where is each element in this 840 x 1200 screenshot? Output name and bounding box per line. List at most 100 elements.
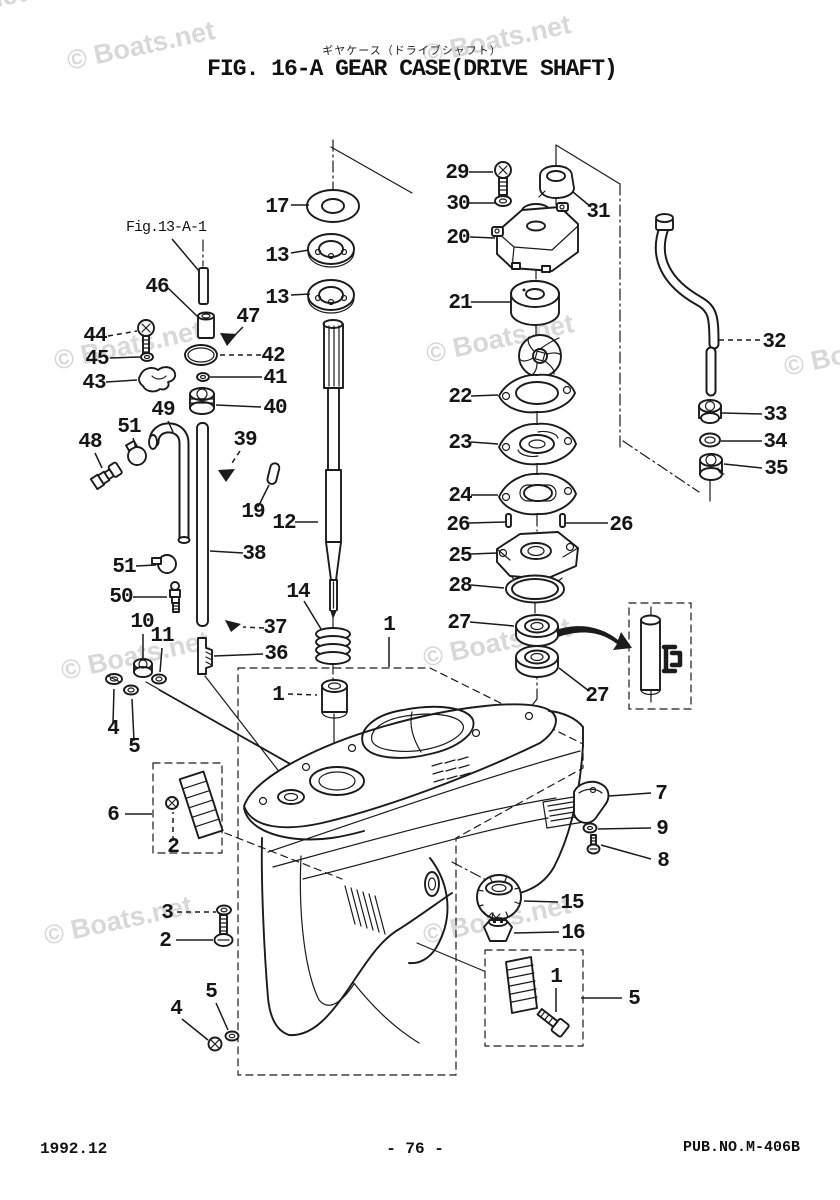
- callout-13: 13: [265, 245, 289, 268]
- grease-nipple-50: [169, 581, 181, 613]
- callout-27: 27: [447, 612, 471, 635]
- footer-publication-number: PUB.NO.M-406B: [682, 1139, 800, 1156]
- callout-26: 26: [609, 514, 633, 537]
- callout-37: 37: [263, 617, 287, 640]
- washer-3: [216, 904, 232, 916]
- leader-line-36: [213, 653, 264, 657]
- callout-49: 49: [151, 399, 175, 422]
- callout-5: 5: [628, 988, 640, 1011]
- callout-29: 29: [445, 162, 469, 185]
- leader-line-13: [290, 293, 311, 296]
- washer-11: [151, 673, 167, 685]
- grommet-35: [699, 453, 725, 481]
- callout-9: 9: [656, 818, 668, 841]
- leader-line-8: [600, 844, 652, 860]
- leader-line-11: [159, 647, 163, 673]
- screw-4-lower: [207, 1036, 223, 1052]
- leader-line-14: [303, 600, 322, 630]
- clamp-51-lower: [151, 554, 177, 574]
- leader-line-44: [107, 330, 138, 337]
- washer-4-upper: [105, 673, 123, 685]
- o-ring-28: [505, 574, 565, 604]
- bearing-13-upper: [307, 233, 355, 268]
- callout-28: 28: [448, 575, 472, 598]
- leader-line-27: [469, 621, 515, 627]
- callout-23: 23: [448, 432, 472, 455]
- callout-38: 38: [242, 543, 266, 566]
- callout-47: 47: [236, 306, 260, 329]
- gear-case-housing: [243, 703, 591, 1044]
- callout-45: 45: [85, 348, 109, 371]
- leader-line-47: [231, 326, 244, 339]
- prop-hub: [424, 871, 440, 897]
- leader-line-Fig.13-A-1: [171, 238, 200, 272]
- callout-41: 41: [263, 367, 287, 390]
- callout-4: 4: [107, 718, 119, 741]
- callout-36: 36: [264, 643, 288, 666]
- callout-51: 51: [112, 556, 136, 579]
- spring-14: [315, 627, 351, 665]
- leader-line-20: [469, 236, 496, 239]
- o-ring-42: [184, 344, 218, 366]
- page-title-japanese: ギヤケース（ドライブシャフト）: [322, 46, 502, 58]
- callout-1: 1: [383, 614, 395, 637]
- gasket-22: [498, 373, 576, 414]
- trim-tab-7: [573, 780, 610, 824]
- leader-line-28: [470, 584, 505, 589]
- callout-25: 25: [448, 545, 472, 568]
- drum-15: [476, 874, 522, 920]
- bracket-43: [138, 366, 177, 393]
- leader-line-25: [470, 552, 498, 555]
- bolt-8: [586, 834, 601, 855]
- callout-44: 44: [83, 325, 107, 348]
- callout-34: 34: [763, 431, 787, 454]
- callout-42: 42: [261, 345, 285, 368]
- leader-line-40: [215, 404, 262, 408]
- water-tube-ref-fig13: [198, 239, 209, 305]
- key-19: [266, 462, 281, 485]
- leader-line-16: [513, 931, 560, 934]
- seal-27-lower: [515, 645, 559, 678]
- pump-cup-21: [510, 280, 560, 326]
- leader-line-5: [131, 698, 135, 742]
- pump-base-25: [496, 531, 579, 585]
- impeller: [518, 334, 562, 378]
- arrow-39-icon: [218, 469, 235, 482]
- bearing-13-lower: [307, 279, 355, 314]
- leader-line-43: [105, 379, 138, 383]
- nut-10: [133, 658, 153, 678]
- callout-39: 39: [233, 429, 257, 452]
- callout-19: 19: [241, 501, 265, 524]
- leader-line-38: [209, 550, 244, 554]
- callout-22: 22: [448, 386, 472, 409]
- callout-5: 5: [128, 736, 140, 759]
- assembly-boundary-box: [237, 667, 584, 1076]
- seal-detail-inset-box: [628, 602, 692, 710]
- plate-23: [498, 422, 577, 466]
- pin-26-right: [559, 513, 566, 528]
- callout-26: 26: [446, 514, 470, 537]
- washer-34: [699, 432, 721, 448]
- callout-1: 1: [272, 684, 284, 707]
- callout-13: 13: [265, 287, 289, 310]
- leader-line-13: [290, 249, 310, 254]
- leader-line-5: [215, 1002, 229, 1031]
- callout-43: 43: [82, 372, 106, 395]
- callout-20: 20: [446, 227, 470, 250]
- leader-line-27: [558, 667, 590, 692]
- leader-line-51: [132, 437, 137, 449]
- page-title: FIG. 16-A GEAR CASE(DRIVE SHAFT): [207, 56, 618, 82]
- leader-line-23: [470, 441, 499, 445]
- leader-line-22: [470, 394, 499, 397]
- bushing-1: [321, 679, 348, 719]
- leader-line-31: [572, 191, 592, 208]
- callout-2: 2: [167, 836, 179, 859]
- washer-9: [582, 822, 598, 834]
- callout-51: 51: [117, 416, 141, 439]
- callout-6: 6: [107, 804, 119, 827]
- callout-30: 30: [446, 193, 470, 216]
- callout-32: 32: [762, 331, 786, 354]
